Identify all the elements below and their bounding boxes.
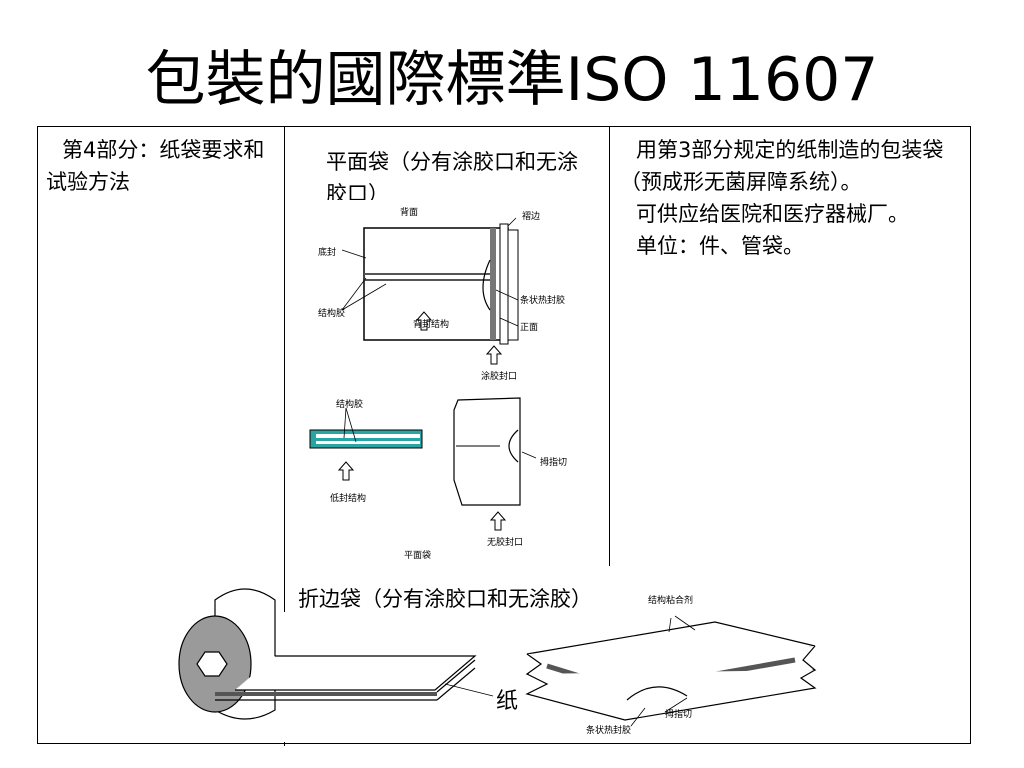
up-arrow-icon: [485, 345, 503, 365]
right-line-2: 可供应给医院和医疗器械厂。: [636, 202, 909, 226]
label-fold-edge: 褶边: [522, 212, 541, 222]
table-divider-2: [609, 126, 610, 566]
label-thumb-cut-2: 拇指切: [665, 710, 693, 720]
label-glued-closure: 涂胶封口: [481, 372, 518, 382]
label-strip-heat-seal-2: 条状热封胶: [586, 726, 632, 736]
label-back-seal-structure: 背封结构: [413, 320, 450, 330]
label-front: 正面: [520, 323, 539, 333]
label-back: 背面: [400, 208, 419, 218]
bag-outline: [363, 227, 509, 341]
up-arrow-icon: [415, 311, 433, 331]
label-unglued-closure: 无胶封口: [487, 538, 524, 548]
fold-strip: [490, 228, 496, 340]
label-struct-glue: 结构胶: [318, 309, 346, 319]
unglued-bag: [453, 397, 521, 506]
up-arrow-icon: [337, 461, 355, 481]
cell-right-text: 用第3部分规定的纸制造的包装袋（预成形无菌屏障系统）。 可供应给医院和医疗器械厂…: [620, 134, 960, 262]
teal-seal-structure: [309, 429, 423, 449]
label-struct-adhesive: 结构粘合剂: [648, 596, 694, 606]
label-bottom-seal-structure: 低封结构: [330, 494, 367, 504]
right-line-1: 用第3部分规定的纸制造的包装袋（预成形无菌屏障系统）。: [620, 138, 944, 194]
content-table: [37, 126, 971, 744]
right-line-3: 单位：件、管袋。: [636, 234, 804, 258]
label-flat-bag: 平面袋: [404, 551, 432, 561]
label-thumb-cut: 拇指切: [540, 458, 568, 468]
up-arrow-icon: [489, 511, 507, 531]
gusset-bag-diagram: [175, 588, 825, 742]
label-struct-glue-2: 结构胶: [336, 400, 364, 410]
flat-bag-diagram: [286, 200, 608, 568]
page-title: 包裝的國際標準ISO 11607: [145, 45, 879, 115]
label-strip-heat-seal: 条状热封胶: [520, 296, 566, 306]
cell-left-text: 第4部分：纸袋要求和试验方法: [46, 138, 265, 194]
label-bottom-seal: 底封: [318, 248, 337, 258]
table-divider-1: [284, 126, 285, 746]
gusset-caption: 折边袋（分有涂胶口和无涂胶）: [298, 587, 592, 611]
label-paper: 纸: [496, 689, 519, 714]
